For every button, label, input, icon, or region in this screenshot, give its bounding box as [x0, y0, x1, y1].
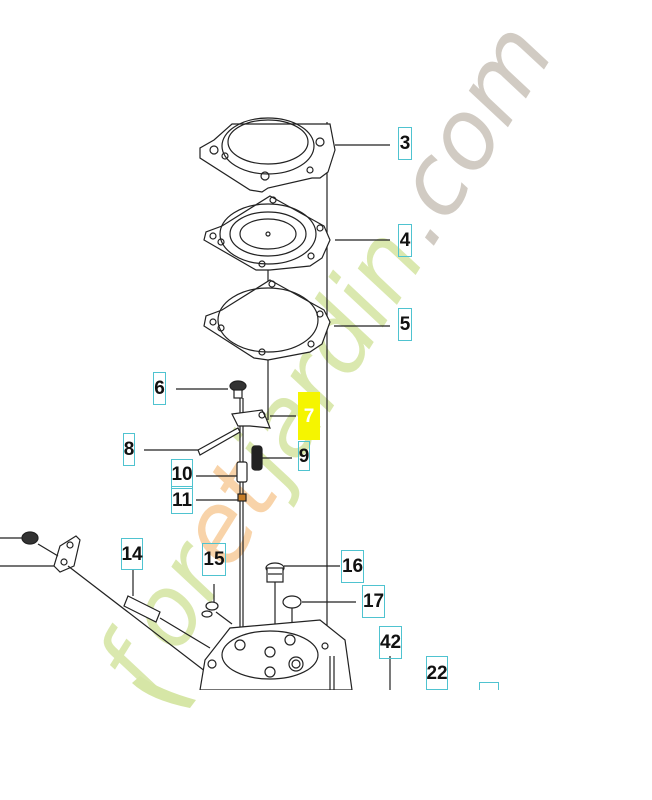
- callout-10[interactable]: 10: [171, 459, 193, 489]
- callout-8[interactable]: 8: [123, 433, 135, 466]
- part-11-seat: [196, 493, 247, 502]
- part-17-disc: [282, 595, 356, 630]
- left-screw-and-plate: [0, 531, 211, 676]
- callout-42[interactable]: 42: [379, 626, 402, 659]
- callout-5[interactable]: 5: [398, 308, 412, 341]
- part-15-clip: [201, 584, 233, 625]
- callout-17[interactable]: 17: [362, 585, 385, 618]
- part-4-diaphragm: [203, 195, 331, 271]
- part-6-screw: [176, 380, 247, 399]
- callout-11[interactable]: 11: [171, 486, 193, 514]
- part-5-gasket: [203, 279, 331, 361]
- callout-6[interactable]: 6: [153, 372, 166, 405]
- callout-9[interactable]: 9: [298, 441, 310, 471]
- part-10-needle: [196, 461, 248, 483]
- part-9-spring: [251, 445, 292, 471]
- carburetor-body: [199, 619, 353, 691]
- part-16-plug: [265, 562, 340, 650]
- callout-22[interactable]: 22: [426, 656, 448, 690]
- callout-16[interactable]: 16: [341, 550, 364, 583]
- part-14-valve: [123, 570, 211, 649]
- part-3-cover: [199, 117, 336, 193]
- callout-7-highlighted[interactable]: 7: [298, 392, 320, 440]
- callout-14[interactable]: 14: [121, 538, 143, 570]
- callout-15[interactable]: 15: [202, 543, 226, 576]
- blank-bottom-area: [0, 690, 652, 800]
- part-7-lever: [231, 409, 296, 429]
- part-8-pin: [144, 427, 241, 456]
- callout-3[interactable]: 3: [398, 127, 412, 160]
- callout-partial[interactable]: [479, 682, 499, 690]
- callout-4[interactable]: 4: [398, 224, 412, 257]
